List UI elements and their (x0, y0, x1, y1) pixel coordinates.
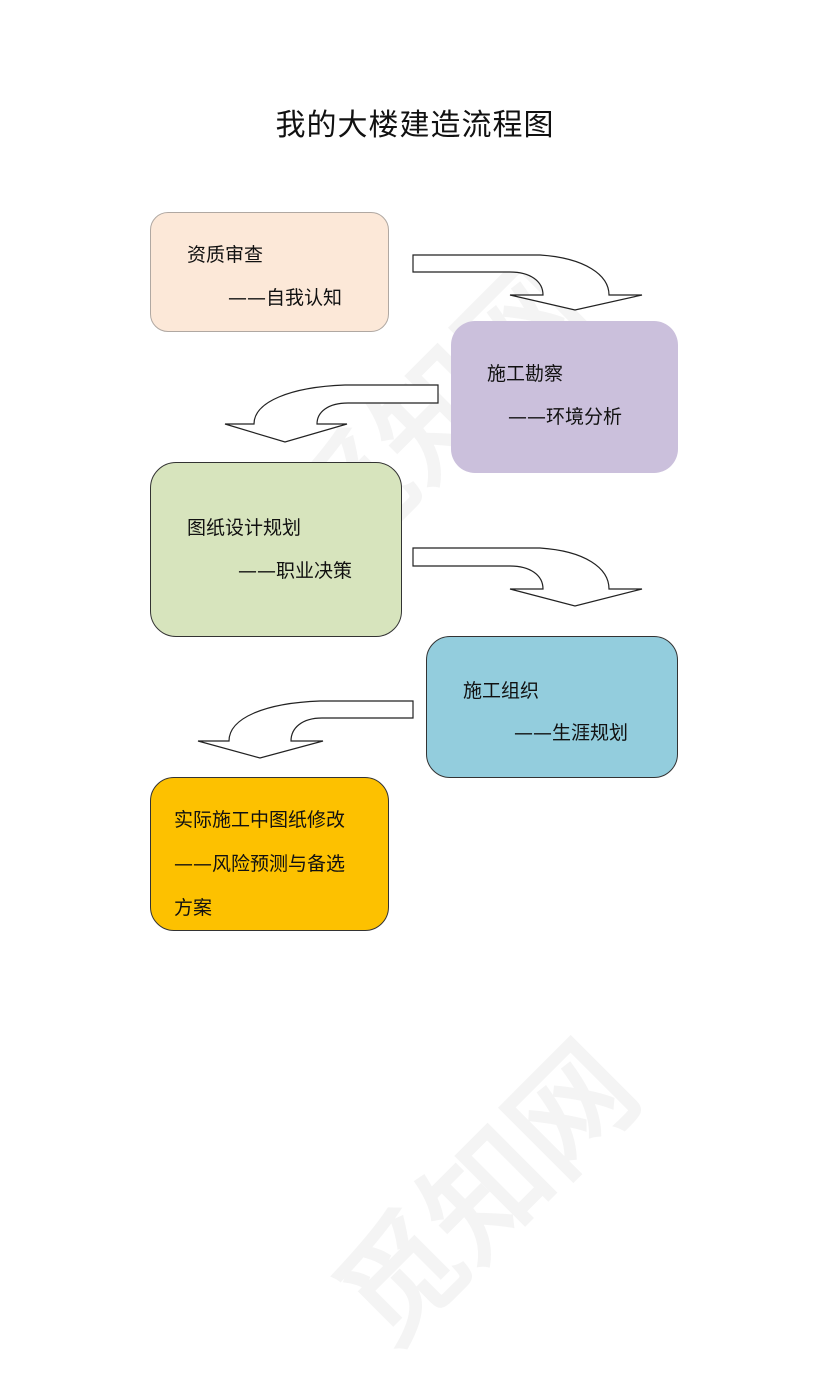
step-box-drawing-revision: 实际施工中图纸修改 ——风险预测与备选 方案 (150, 777, 389, 931)
step-subtitle: ——生涯规划 (514, 722, 629, 744)
step-subtitle-continued: 方案 (174, 897, 213, 919)
step-heading: 实际施工中图纸修改 (174, 809, 346, 831)
step-box-qualification-review: 资质审查 ——自我认知 (150, 212, 389, 332)
watermark-bottom: 觅知网 (291, 998, 669, 1376)
step-box-construction-organization: 施工组织 ——生涯规划 (426, 636, 678, 778)
arrow-left-down-icon (197, 700, 414, 759)
step-box-site-survey: 施工勘察 ——环境分析 (451, 321, 678, 473)
step-box-drawing-design: 图纸设计规划 ——职业决策 (150, 462, 402, 637)
step-heading: 施工勘察 (487, 363, 564, 385)
step-subtitle: ——环境分析 (508, 406, 623, 428)
arrow-left-down-icon (224, 384, 439, 443)
step-subtitle: ——自我认知 (228, 287, 343, 309)
flow-arrows (197, 254, 643, 759)
arrow-right-down-icon (412, 254, 643, 311)
step-heading: 施工组织 (463, 680, 540, 702)
step-heading: 资质审查 (187, 244, 264, 266)
page-title: 我的大楼建造流程图 (275, 108, 555, 143)
arrow-right-down-icon (412, 547, 643, 607)
step-subtitle: ——职业决策 (238, 560, 353, 582)
step-subtitle: ——风险预测与备选 (174, 853, 346, 875)
step-heading: 图纸设计规划 (187, 517, 302, 539)
